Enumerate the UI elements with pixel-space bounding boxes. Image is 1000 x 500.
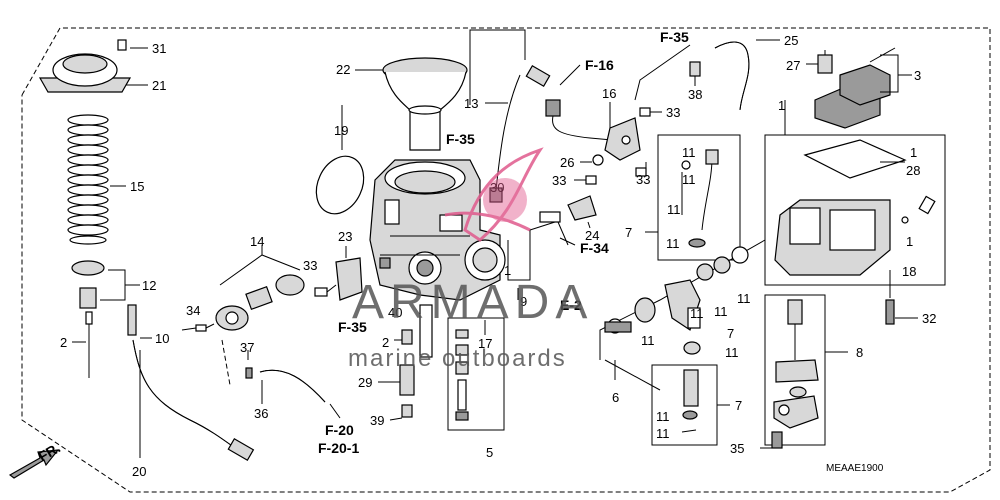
callout-38: 38 xyxy=(688,87,702,102)
front-arrow: FR. xyxy=(8,439,63,479)
callout-22: 22 xyxy=(336,62,350,77)
callout-30: 30 xyxy=(490,180,504,195)
throttle-cable xyxy=(469,29,551,203)
callout-11-g: 11 xyxy=(714,304,728,319)
callout-15: 15 xyxy=(130,179,144,194)
callout-21: 21 xyxy=(152,78,166,93)
ref-e2: E-2 xyxy=(560,297,582,313)
callout-18: 18 xyxy=(902,264,916,279)
callout-6: 6 xyxy=(612,390,619,405)
callout-34: 34 xyxy=(186,303,200,318)
callout-1-right: 1 xyxy=(910,145,917,160)
callout-10: 10 xyxy=(155,331,169,346)
ref-f34: F-34 xyxy=(580,240,609,256)
callout-11-e: 11 xyxy=(641,333,655,348)
callout-1-top: 1 xyxy=(778,98,785,113)
callout-20: 20 xyxy=(132,464,146,479)
box-7-lower xyxy=(651,364,730,446)
callout-9: 9 xyxy=(520,294,527,309)
float-assembly-3 xyxy=(806,47,912,129)
ref-f20-1: F-20-1 xyxy=(318,440,359,456)
callout-13: 13 xyxy=(464,96,478,111)
ref-f35-top: F-35 xyxy=(660,29,689,45)
watermark-logo xyxy=(444,147,544,242)
watermark-brand: ARMADA xyxy=(352,276,593,329)
callout-19: 19 xyxy=(334,123,348,138)
callout-24: 24 xyxy=(585,228,599,243)
callout-11-a: 11 xyxy=(682,145,696,160)
callout-7-upper: 7 xyxy=(625,225,632,240)
carburetor-body xyxy=(369,159,506,301)
hose-25 xyxy=(689,39,780,111)
ref-f35-low: F-35 xyxy=(338,319,367,335)
callout-11-i: 11 xyxy=(725,345,739,360)
callout-2-left: 2 xyxy=(60,335,67,350)
callout-29: 29 xyxy=(358,375,372,390)
callout-1-float: 1 xyxy=(906,234,913,249)
callout-11-j: 11 xyxy=(656,409,670,424)
sensor-16 xyxy=(545,44,691,161)
callout-33-right: 33 xyxy=(636,172,650,187)
callout-36: 36 xyxy=(254,406,268,421)
watermark: ARMADA marine outboards xyxy=(348,147,593,372)
callout-27: 27 xyxy=(786,58,800,73)
callout-23: 23 xyxy=(338,229,352,244)
callout-11-b: 11 xyxy=(682,172,696,187)
callout-35: 35 xyxy=(730,441,744,456)
callout-11-c: 11 xyxy=(667,202,681,217)
callout-8: 8 xyxy=(856,345,863,360)
outer-frame xyxy=(21,27,991,493)
spring xyxy=(67,114,109,245)
callout-12: 12 xyxy=(142,278,156,293)
callout-7-lower: 7 xyxy=(735,398,742,413)
callout-32: 32 xyxy=(922,311,936,326)
callout-33-top: 33 xyxy=(666,105,680,120)
watermark-tagline: marine outboards xyxy=(348,345,567,372)
float-chamber-box xyxy=(764,100,946,325)
callout-39: 39 xyxy=(370,413,384,428)
jet-parts xyxy=(378,304,505,431)
callout-5: 5 xyxy=(486,445,493,460)
diaphragm-funnel xyxy=(315,57,468,215)
drawing-code: MEAAE1900 xyxy=(826,463,884,474)
drain-tube xyxy=(127,304,255,462)
callout-40: 40 xyxy=(388,305,402,320)
callout-28: 28 xyxy=(906,163,920,178)
ref-f35-mid: F-35 xyxy=(446,131,475,147)
callout-11-h: 11 xyxy=(737,291,751,306)
callout-3: 3 xyxy=(914,68,921,83)
ref-f16: F-16 xyxy=(585,57,614,73)
callout-26: 26 xyxy=(560,155,574,170)
ref-f20: F-20 xyxy=(325,422,354,438)
callout-11-f: 11 xyxy=(690,306,704,321)
callout-11-k: 11 xyxy=(656,426,670,441)
callout-17: 17 xyxy=(478,336,492,351)
callout-11-d: 11 xyxy=(666,236,680,251)
callout-2-mid: 2 xyxy=(382,335,389,350)
callout-33-left: 33 xyxy=(303,258,317,273)
callout-25: 25 xyxy=(784,33,798,48)
linkage-box-6 xyxy=(599,239,766,391)
callout-14: 14 xyxy=(250,234,264,249)
air-cutoff-valve xyxy=(181,245,337,404)
callout-31: 31 xyxy=(152,41,166,56)
callout-1-mid: 1 xyxy=(504,263,511,278)
box-8 xyxy=(760,294,848,449)
box-7-upper xyxy=(645,134,741,261)
callout-33-mid: 33 xyxy=(552,173,566,188)
callout-37: 37 xyxy=(240,340,254,355)
bracket-23 xyxy=(335,246,363,301)
callout-16: 16 xyxy=(602,86,616,101)
callout-7-mid: 7 xyxy=(727,326,734,341)
vacuum-cover-assembly xyxy=(38,39,148,378)
